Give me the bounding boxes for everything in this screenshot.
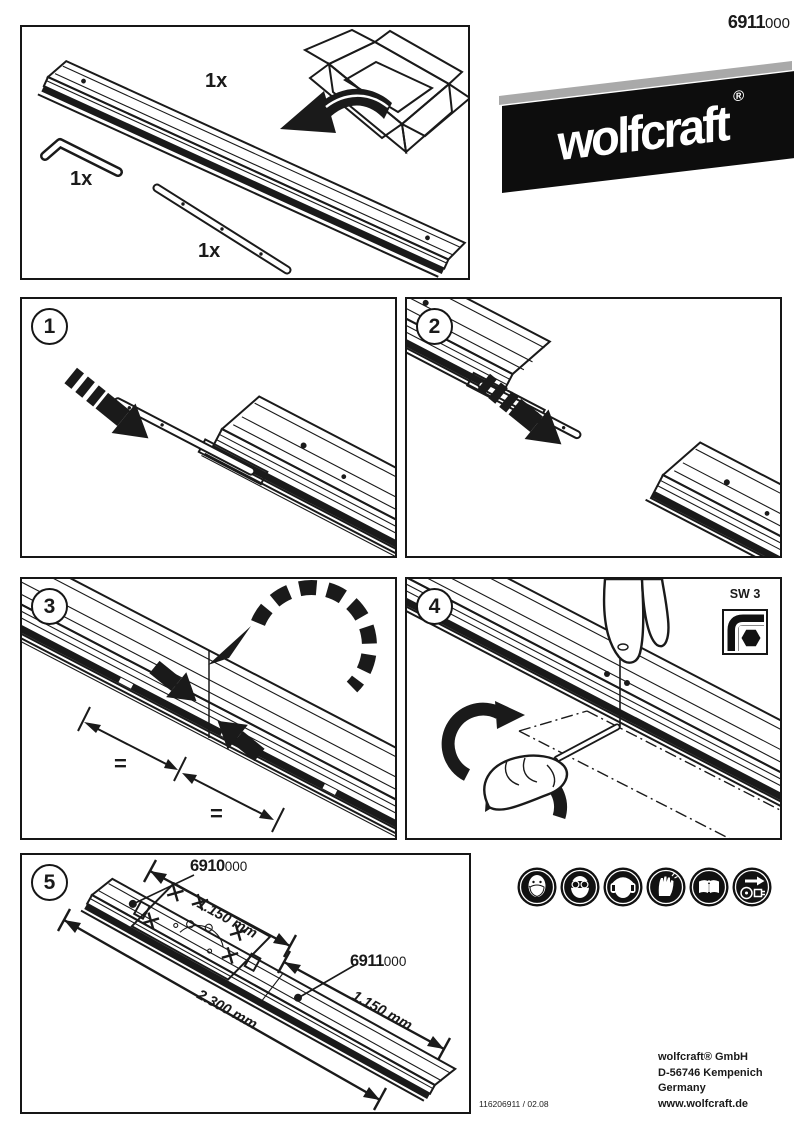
panel-step-3: 3 bbox=[20, 577, 397, 840]
panel-step-5: 5 bbox=[20, 853, 471, 1114]
insert-arrow-icon bbox=[477, 373, 562, 445]
step-number: 2 bbox=[428, 314, 441, 338]
eye-protection-icon bbox=[560, 867, 600, 907]
guide-rail-illustration bbox=[37, 59, 467, 278]
safety-icons bbox=[517, 867, 772, 907]
press-arrow-right-icon bbox=[217, 720, 265, 762]
step-number-badge: 5 bbox=[31, 864, 68, 901]
step-4-illustration bbox=[407, 579, 780, 838]
turn-arrow-upper-icon bbox=[441, 701, 525, 781]
step-number-badge: 1 bbox=[31, 308, 68, 345]
label-6910000: 6910000 bbox=[190, 857, 248, 875]
dust-mask-icon bbox=[517, 867, 557, 907]
dimension-left bbox=[142, 859, 298, 958]
panel-step-2: 2 bbox=[405, 297, 782, 558]
step-5-illustration bbox=[56, 859, 458, 1111]
assembled-rail bbox=[80, 877, 458, 1102]
step-number-badge: 4 bbox=[416, 588, 453, 625]
company-country: Germany bbox=[658, 1082, 706, 1094]
hidden-connector-outline bbox=[518, 710, 780, 838]
panel-package-contents: 1x 1x 1x bbox=[20, 25, 470, 280]
panel-step-1: 1 bbox=[20, 297, 397, 558]
product-code-suffix: 000 bbox=[764, 15, 790, 32]
wrench-size-label: SW 3 bbox=[729, 587, 761, 601]
step-number-badge: 2 bbox=[416, 308, 453, 345]
company-city: D-56746 Kempenich bbox=[658, 1066, 763, 1079]
joined-rails bbox=[407, 579, 780, 838]
product-code: 6911000 bbox=[660, 12, 790, 33]
unpack-arrow-icon bbox=[280, 88, 392, 133]
step-1-illustration bbox=[64, 367, 395, 556]
read-manual-icon bbox=[689, 867, 729, 907]
connector-bar-illustration bbox=[152, 183, 292, 275]
step-3-illustration bbox=[22, 579, 395, 838]
package-contents-illustration bbox=[37, 28, 468, 278]
hand-lower bbox=[483, 754, 569, 811]
hex-key-quantity: 1x bbox=[70, 168, 93, 190]
gloves-icon bbox=[646, 867, 686, 907]
rail-segment bbox=[113, 395, 395, 556]
rail-quantity: 1x bbox=[205, 70, 228, 92]
hex-key-illustration bbox=[40, 138, 123, 177]
hex-key-size-icon bbox=[722, 609, 768, 655]
equal-sign: = bbox=[114, 751, 127, 776]
equal-spacing-dimension bbox=[77, 706, 285, 833]
ear-protection-icon bbox=[603, 867, 643, 907]
equal-sign: = bbox=[210, 801, 223, 826]
step-number: 1 bbox=[43, 314, 56, 338]
connector-quantity: 1x bbox=[198, 240, 221, 262]
insert-arrow-icon bbox=[64, 367, 149, 439]
logo-wordmark: wolfcraft bbox=[557, 94, 728, 171]
dimension-total bbox=[56, 908, 388, 1111]
step-number: 4 bbox=[428, 594, 441, 618]
company-name: wolfcraft® GmbH bbox=[658, 1051, 748, 1063]
step-2-illustration bbox=[407, 299, 780, 556]
leader-6910 bbox=[132, 874, 195, 905]
unplug-icon bbox=[732, 867, 772, 907]
panel-step-4: 4 bbox=[405, 577, 782, 840]
registered-trademark-icon: ® bbox=[733, 87, 745, 106]
leader-6911 bbox=[297, 964, 356, 999]
company-address: wolfcraft® GmbH D-56746 Kempenich German… bbox=[658, 1050, 763, 1112]
open-box-illustration bbox=[280, 28, 468, 155]
company-website: www.wolfcraft.de bbox=[658, 1097, 749, 1110]
press-arrow-left-icon bbox=[149, 660, 197, 702]
rail-segment-right bbox=[645, 441, 780, 556]
wolfcraft-logo: wolfcraft ® bbox=[497, 58, 797, 198]
step-number: 5 bbox=[43, 870, 56, 894]
product-code-main: 6911 bbox=[727, 12, 766, 32]
hand-top bbox=[602, 579, 670, 664]
rotate-arrow-icon bbox=[208, 580, 377, 693]
label-6911000: 6911000 bbox=[350, 952, 407, 970]
step-number: 3 bbox=[43, 594, 56, 618]
saw-guide-carriage bbox=[130, 882, 272, 981]
dimension-right bbox=[276, 950, 452, 1061]
joined-rails bbox=[22, 579, 395, 838]
print-code: 116206911 / 02.08 bbox=[479, 1099, 549, 1109]
step-number-badge: 3 bbox=[31, 588, 68, 625]
